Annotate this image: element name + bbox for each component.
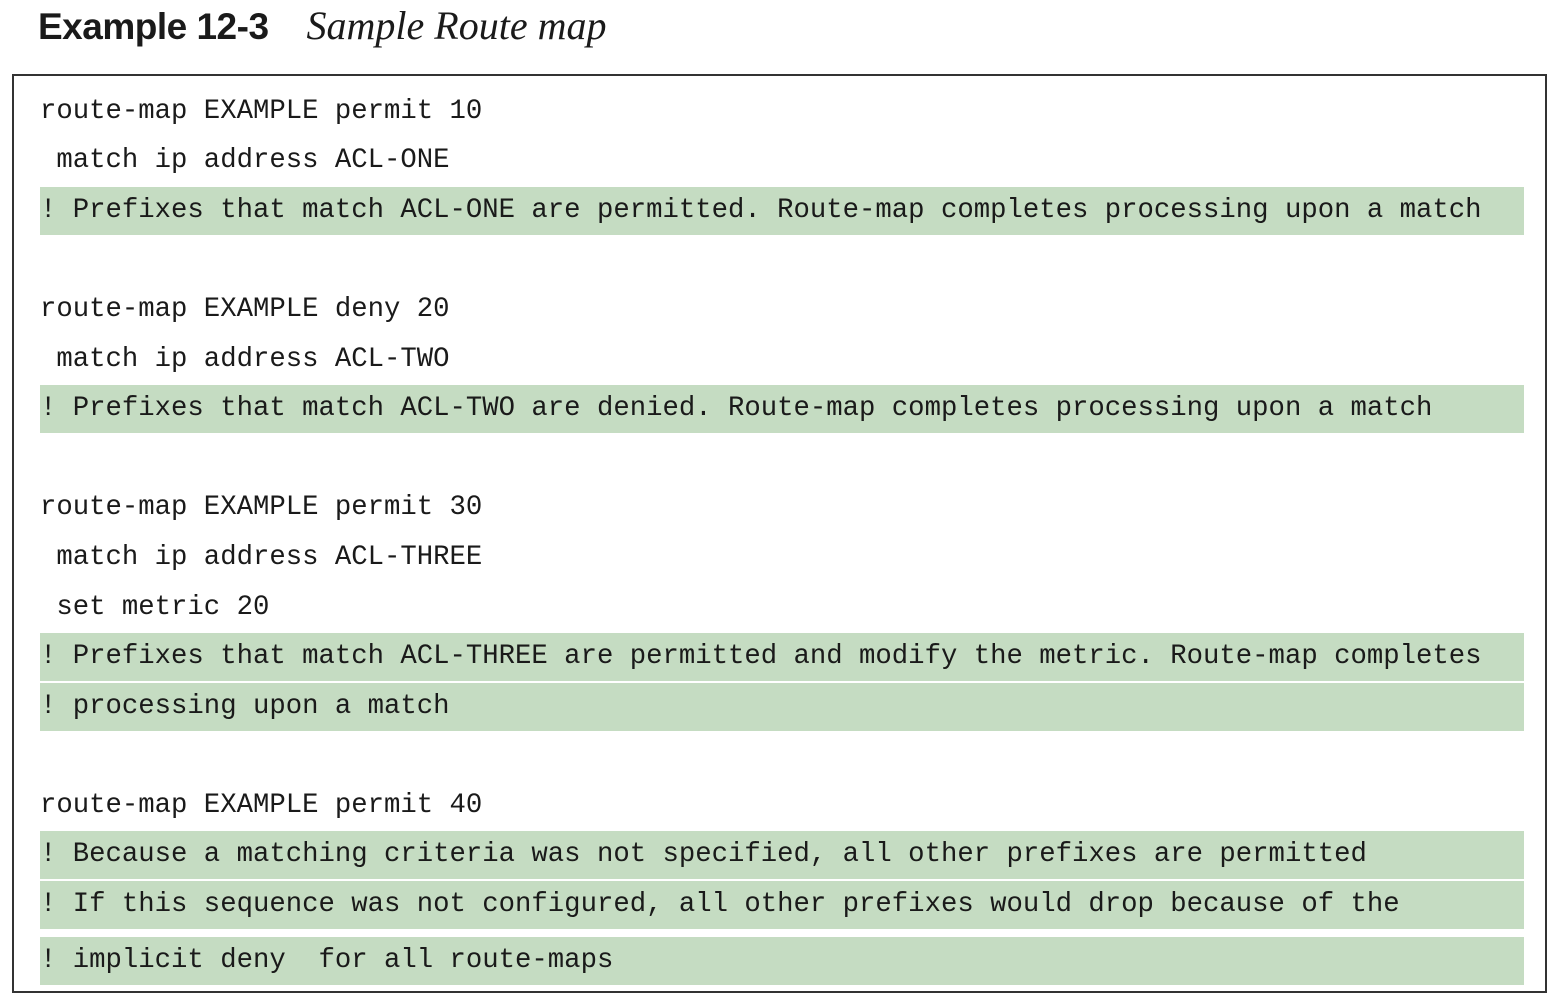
example-title: Sample Route map xyxy=(306,3,607,48)
code-comment-line: ! If this sequence was not configured, a… xyxy=(40,881,1524,929)
code-comment-line: ! Prefixes that match ACL-TWO are denied… xyxy=(40,385,1524,433)
code-line: match ip address ACL-THREE xyxy=(40,542,483,573)
code-line: route-map EXAMPLE permit 10 xyxy=(40,96,483,127)
code-comment-line: ! Prefixes that match ACL-THREE are perm… xyxy=(40,633,1524,681)
code-listing: route-map EXAMPLE permit 10 match ip add… xyxy=(12,74,1547,993)
code-comment-line: ! processing upon a match xyxy=(40,683,1524,731)
example-number: Example 12-3 xyxy=(38,6,269,47)
code-line: route-map EXAMPLE permit 40 xyxy=(40,790,483,821)
code-comment-line: ! implicit deny for all route-maps xyxy=(40,937,1524,985)
code-line: match ip address ACL-ONE xyxy=(40,145,450,176)
code-line: set metric 20 xyxy=(40,592,270,623)
code-comment-line: ! Prefixes that match ACL-ONE are permit… xyxy=(40,187,1524,235)
code-comment-line: ! Because a matching criteria was not sp… xyxy=(40,831,1524,879)
code-line: route-map EXAMPLE permit 30 xyxy=(40,492,483,523)
example-caption: Example 12-3 Sample Route map xyxy=(38,2,606,52)
code-line: match ip address ACL-TWO xyxy=(40,344,450,375)
code-line: route-map EXAMPLE deny 20 xyxy=(40,294,450,325)
